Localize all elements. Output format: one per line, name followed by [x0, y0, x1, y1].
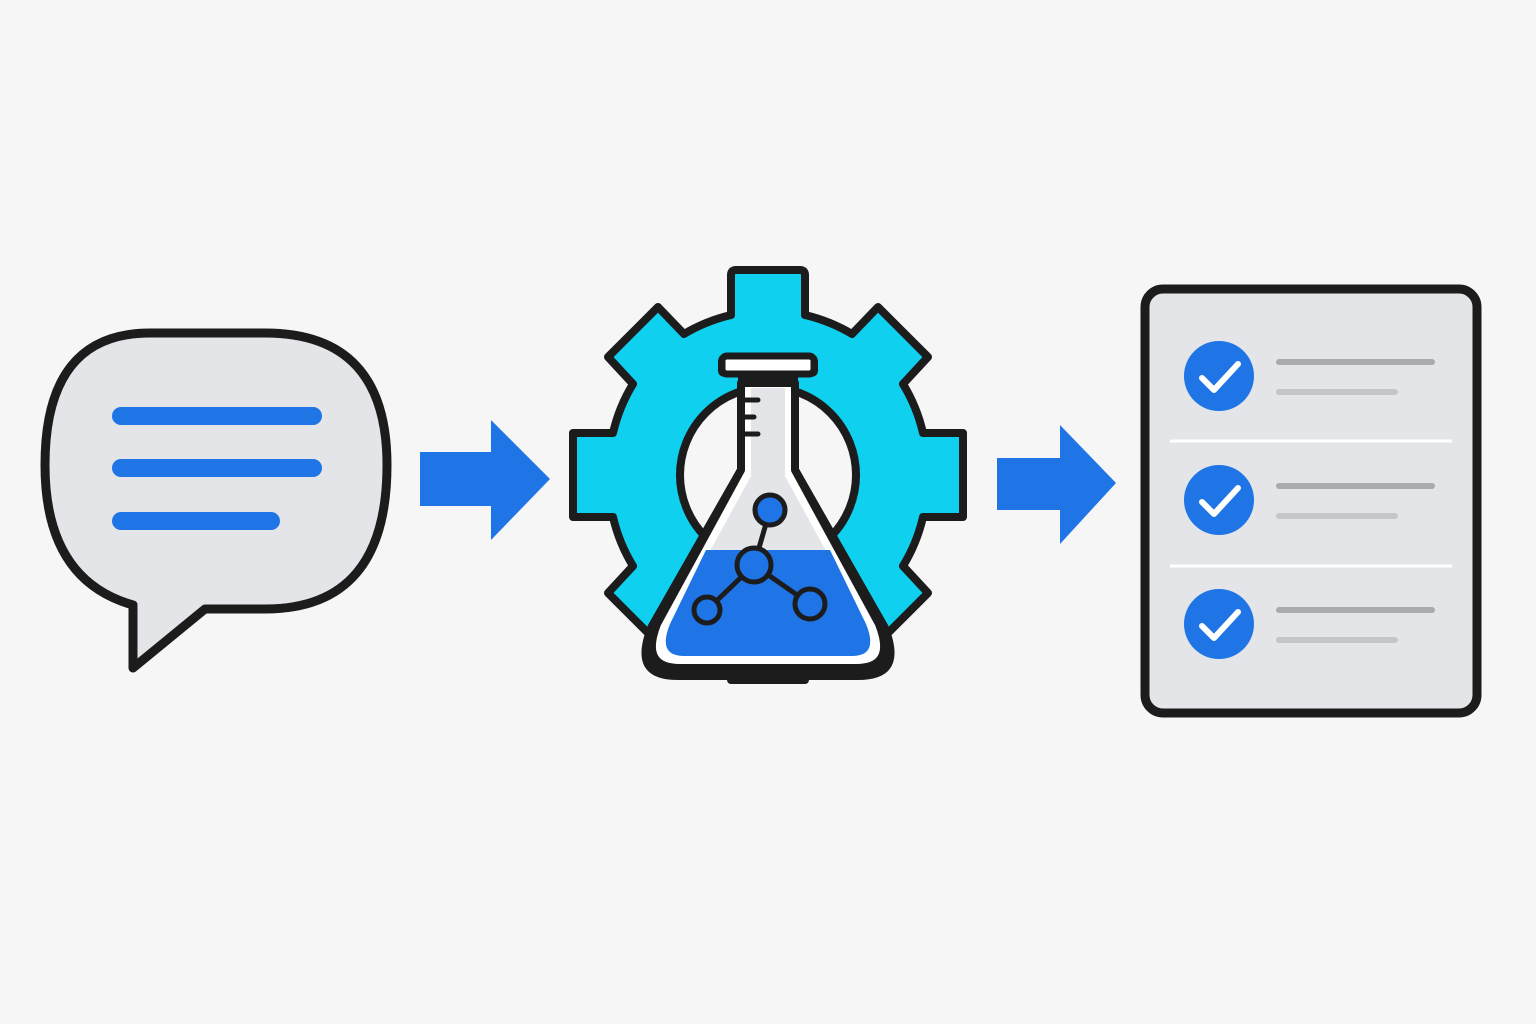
- checklist-item-1: [1184, 341, 1435, 411]
- arrow-right-icon: [997, 425, 1116, 544]
- checklist-item-3: [1184, 589, 1435, 659]
- checkmark-circle-icon: [1184, 341, 1254, 411]
- checklist-document-icon: [1140, 284, 1482, 718]
- speech-bubble-icon: [40, 328, 392, 673]
- gear-flask-molecule-icon: [569, 266, 967, 684]
- checkmark-circle-icon: [1184, 589, 1254, 659]
- checkmark-circle-icon: [1184, 465, 1254, 535]
- molecule-icon: [691, 492, 828, 626]
- arrow-right-icon: [420, 420, 550, 540]
- checklist-item-2: [1184, 465, 1435, 535]
